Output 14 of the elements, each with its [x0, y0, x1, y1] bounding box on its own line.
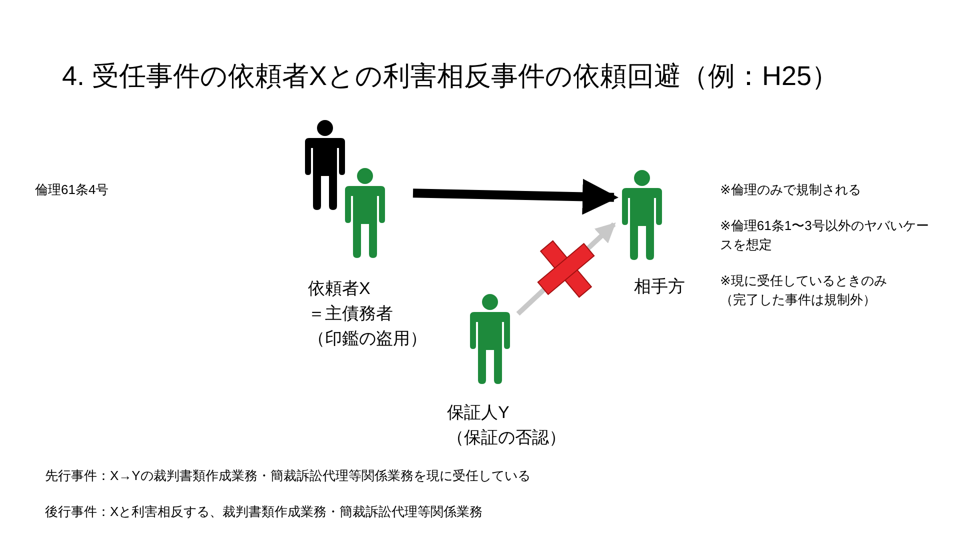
- note-text: ※倫理61条1〜3号以外のヤバいケースを想定: [720, 217, 930, 254]
- title: 4. 受任事件の依頼者Xとの利害相反事件の依頼回避（例：H25）: [62, 60, 839, 93]
- person-label: 相手方: [634, 276, 685, 298]
- note-text: 先行事件：X→Yの裁判書類作成業務・簡裁訴訟代理等関係業務を現に受任している: [45, 467, 532, 485]
- person-label: 依頼者X: [308, 278, 370, 300]
- note-text: ※倫理のみで規制される: [720, 181, 862, 199]
- person-label: （保証の否認）: [447, 427, 566, 449]
- person-label: （印鑑の盗用）: [308, 328, 427, 350]
- person-label: 保証人Y: [447, 402, 510, 424]
- arrow: [412, 178, 618, 215]
- note-text: 倫理61条4号: [35, 181, 110, 199]
- person-label: ＝主債務者: [308, 303, 393, 325]
- note-text: 後行事件：Xと利害相反する、裁判書類作成業務・簡裁訴訟代理等関係業務: [45, 503, 484, 521]
- note-text: ※現に受任しているときのみ（完了した事件は規制外）: [720, 272, 888, 309]
